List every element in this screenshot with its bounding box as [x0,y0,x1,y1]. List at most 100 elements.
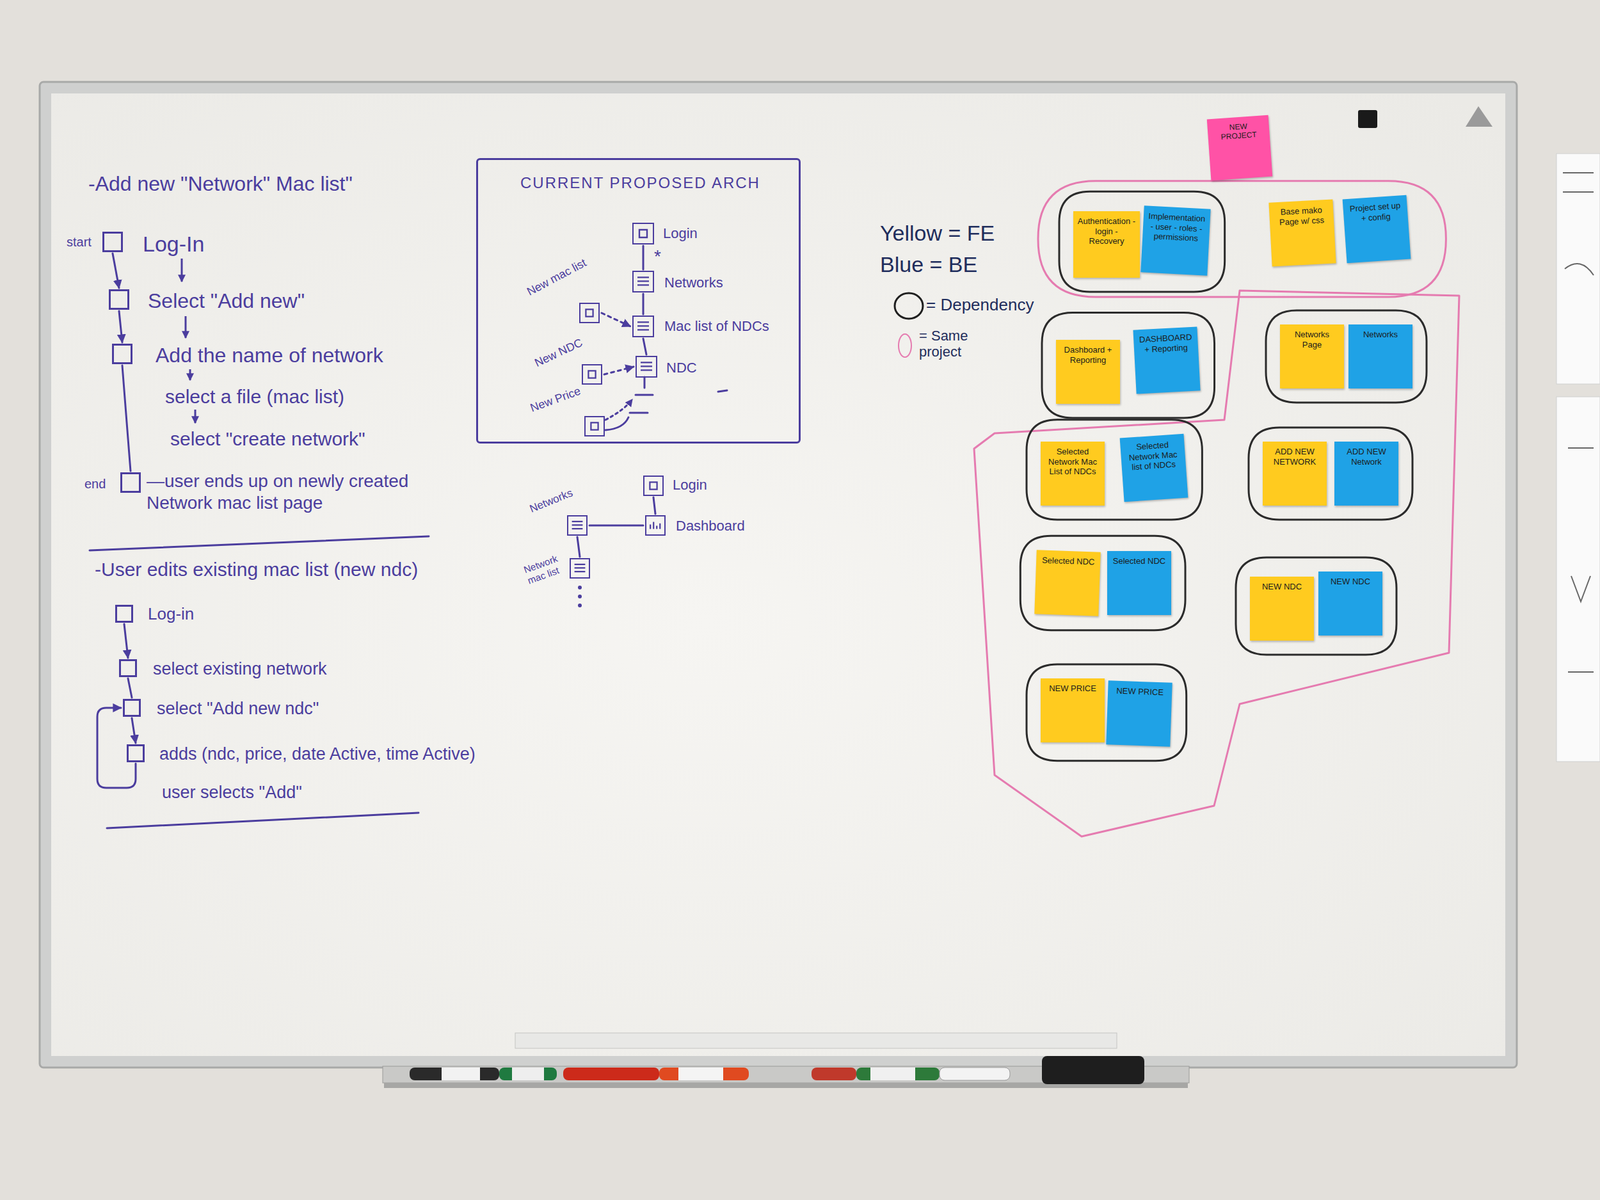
page-label: NDC [666,359,697,377]
sticky-text: DASHBOARD + Reporting [1137,332,1195,356]
arch-sketch [605,376,728,431]
page-label: Networks [664,274,724,292]
step-label: user selects "Add" [161,782,303,803]
step-label: select "create network" [170,427,366,451]
sticky-note: NEW NDC [1249,576,1314,641]
sticky-note: Selected Network Mac list of NDCs [1120,433,1189,503]
architecture-box: CURRENT PROPOSED ARCHLoginNetworksMac li… [476,158,801,444]
connector [577,536,580,557]
marker-tray [515,1032,1117,1049]
legend-text: = Dependency [926,295,1034,315]
icon-glyph [572,521,584,529]
divider-line [106,812,419,829]
connector [131,718,136,744]
dependency-outline [1235,557,1397,655]
sticky-note: NEW NDC [1318,571,1383,636]
sticky-text: Selected Network Mac List of NDCs [1044,446,1101,477]
magnet [1465,106,1493,127]
sticky-note: NEW PRICE [1040,678,1105,743]
sticky-text: NEW NDC [1322,576,1379,587]
arch-sketch [643,376,646,388]
sticky-note: Selected NDC [1034,549,1101,616]
icon-glyph [633,224,653,244]
connector [122,365,131,472]
step-label: Select "Add new" [147,288,305,313]
icon-glyph [583,365,601,384]
step-box: select existing network [119,659,137,678]
page-label: Networks [528,486,575,516]
step-label: Log-in [147,604,194,624]
sticky-text: ADD NEW Network [1338,446,1395,467]
marker-tray [382,1032,1190,1088]
sticky-note: Implementation - user - roles - permissi… [1140,205,1211,276]
step-label: Log-In [142,231,205,258]
connector [97,707,136,788]
page-icon: Login [643,475,664,496]
dependency-outline [1059,191,1225,292]
sticky-note: NEW PROJECT [1207,115,1273,181]
legend-sample [894,293,923,319]
dependency-outline [1265,310,1427,403]
icon-glyph [646,516,665,535]
icon-glyph [633,316,653,336]
flow-arrow [181,258,184,282]
sticky-note: ADD NEW NETWORK [1262,441,1327,506]
marker-tray [441,1067,480,1081]
page-label: Network mac list [522,549,571,587]
page-icon: NDC [635,355,658,378]
page-icon: New NDC [581,364,603,385]
sticky-note: DASHBOARD + Reporting [1132,326,1200,394]
continuation-dots [577,585,582,590]
connector [643,338,647,355]
continuation-dots [577,594,582,599]
sticky-note: Selected NDC [1107,551,1172,616]
icon-glyph [590,422,598,430]
icon-glyph [574,564,586,572]
legend-text: Yellow = FE [880,220,995,246]
step-box: select "Add new ndc" [122,698,141,717]
marker-tray [499,1067,557,1081]
sticky-text: Selected NDC [1040,554,1097,568]
legend-text: Blue = BE [880,252,978,278]
arch-sketch [605,417,629,431]
sticky-note: Project set up + config [1342,195,1412,264]
step-label: select a file (mac list) [165,385,345,409]
box-heading: CURRENT PROPOSED ARCH [520,174,761,193]
connector [642,293,645,315]
step-label: Add the name of network [155,343,384,368]
sticky-text: NEW PRICE [1044,683,1101,694]
icon-glyph [644,476,663,495]
flow-arrow [194,409,197,424]
marker-tray [512,1067,544,1081]
sticky-note: Authentication - login - Recovery [1073,211,1140,278]
magnet [1358,110,1378,128]
board-frame [51,93,1506,1056]
icon-glyph [650,521,660,529]
marker-tray [409,1067,500,1081]
step-box: Log-in [115,604,134,623]
page-icon: Network mac list [569,558,591,579]
connector [112,253,120,288]
arch-sketch [718,390,728,392]
step-label: select existing network [152,658,328,680]
marker-tray [678,1067,724,1081]
dependency-outline [1020,535,1186,630]
same-project-outline [974,290,1460,837]
step-label: adds (ndc, price, date Active, time Acti… [159,743,476,765]
page-icon: Networks [632,270,655,293]
sticky-note: Networks [1348,324,1413,389]
flow-arrow [189,369,192,381]
icon-glyph [588,370,596,378]
page-label: Mac list of NDCs [664,318,770,335]
board-frame [39,81,1517,1068]
sticky-text: NEW NDC [1253,581,1311,592]
connector [601,312,631,327]
icon-glyph [585,309,593,317]
page-icon: Networks [567,515,588,536]
icon-glyph [633,272,653,292]
dependency-outline [1041,312,1215,418]
sticky-text: NEW PRICE [1111,685,1168,698]
note-label: -User edits existing mac list (new ndc) [94,558,418,582]
connector [653,497,656,514]
marker-tray [1041,1056,1145,1085]
